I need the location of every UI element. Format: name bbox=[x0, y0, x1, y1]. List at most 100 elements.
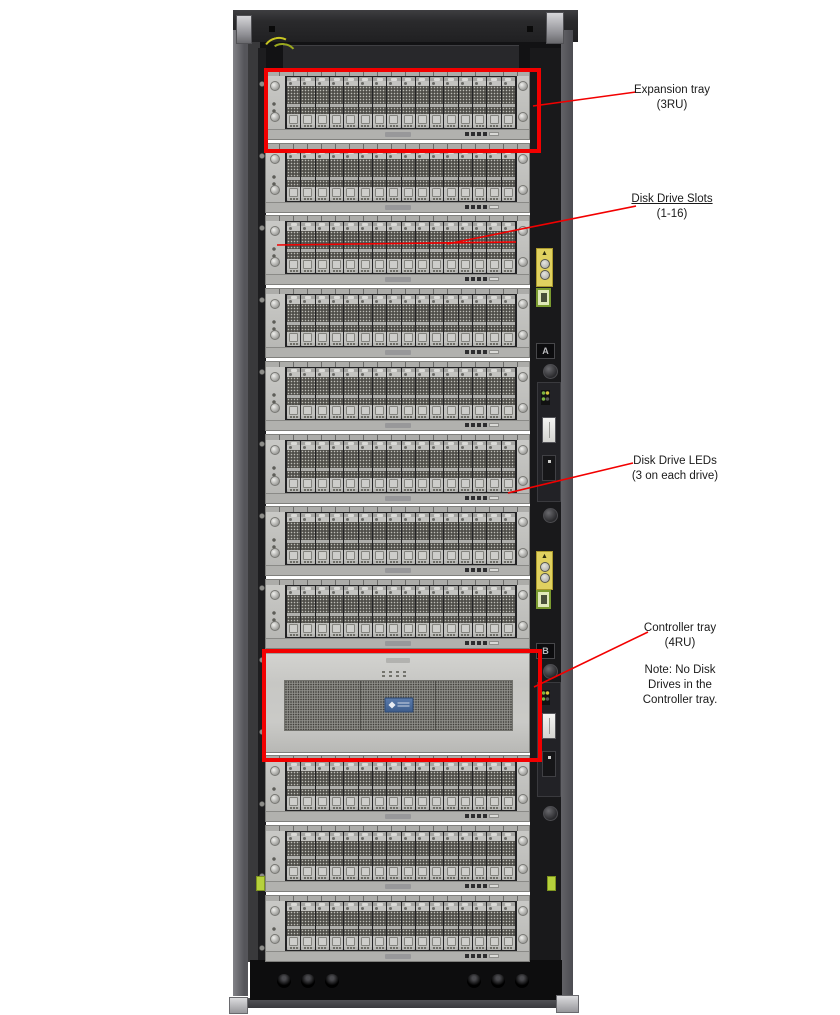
drive-led bbox=[335, 270, 338, 273]
drive-latch bbox=[487, 367, 501, 372]
drive-label bbox=[458, 836, 473, 842]
drive-led bbox=[432, 343, 435, 346]
drive-leds bbox=[287, 343, 301, 347]
drive-vent bbox=[444, 449, 458, 468]
led-square bbox=[465, 422, 469, 427]
drive-label bbox=[315, 905, 329, 911]
drive-led bbox=[447, 270, 450, 273]
drive-label bbox=[372, 371, 387, 377]
drive-vent bbox=[473, 595, 487, 614]
drive-label bbox=[444, 517, 458, 523]
drive-lower-panel bbox=[344, 404, 358, 416]
drive-lower-panel bbox=[315, 186, 329, 198]
drive-vent bbox=[487, 304, 501, 323]
drive-vent bbox=[387, 86, 401, 104]
tray-right-flange bbox=[517, 148, 529, 202]
disk-drive bbox=[444, 367, 458, 419]
drive-latch bbox=[358, 513, 372, 518]
drive-lower-panel bbox=[372, 477, 387, 489]
drive-latch bbox=[329, 367, 344, 372]
controller-note-label: Note: No Disk Drives in the Controller t… bbox=[600, 663, 760, 708]
drive-led bbox=[475, 343, 478, 346]
tray-status-leds bbox=[272, 102, 276, 114]
disk-drive bbox=[430, 77, 444, 128]
drive-vent bbox=[301, 397, 315, 405]
drive-vent bbox=[344, 595, 358, 614]
screw-icon bbox=[270, 864, 280, 875]
drive-leds bbox=[444, 946, 458, 950]
drive-vent bbox=[458, 928, 473, 936]
drive-led bbox=[478, 634, 481, 637]
disk-drive bbox=[487, 440, 501, 492]
drive-leds bbox=[344, 634, 358, 638]
drive-vent bbox=[358, 771, 372, 787]
rack-left-post bbox=[248, 42, 260, 962]
drive-lower-panel bbox=[501, 935, 515, 947]
drive-led bbox=[461, 946, 464, 949]
drive-led bbox=[349, 488, 352, 491]
drive-led bbox=[324, 877, 327, 880]
drive-leds bbox=[358, 125, 372, 128]
drive-handle bbox=[289, 405, 299, 415]
drive-led bbox=[450, 488, 453, 491]
disk-drive bbox=[301, 440, 315, 492]
drive-latch bbox=[415, 295, 430, 300]
drive-leds bbox=[430, 561, 444, 565]
drive-vent bbox=[444, 928, 458, 936]
drive-led bbox=[321, 946, 324, 949]
drive-lower-panel bbox=[444, 114, 458, 125]
drive-label bbox=[415, 590, 430, 596]
drive-band bbox=[415, 249, 430, 253]
led-square bbox=[477, 568, 481, 573]
drive-label bbox=[329, 766, 344, 772]
drive-led bbox=[292, 877, 295, 880]
drive-leds bbox=[415, 807, 430, 811]
drive-led bbox=[507, 561, 510, 564]
drive-vent bbox=[315, 252, 329, 260]
drive-leds bbox=[287, 415, 301, 419]
drive-led bbox=[392, 343, 395, 346]
drive-label bbox=[401, 81, 415, 86]
led-square bbox=[483, 568, 487, 573]
disk-drive bbox=[387, 586, 401, 638]
drive-led bbox=[381, 807, 384, 810]
drive-vent bbox=[458, 449, 473, 468]
drive-band bbox=[358, 104, 372, 107]
drive-handle bbox=[446, 405, 456, 415]
drive-lower-panel bbox=[329, 186, 344, 198]
drive-led bbox=[335, 197, 338, 200]
disk-drive bbox=[444, 586, 458, 638]
drive-label bbox=[372, 444, 387, 450]
drive-label bbox=[372, 299, 387, 305]
drive-lower-panel bbox=[329, 114, 344, 125]
drive-led bbox=[435, 488, 438, 491]
drive-led bbox=[432, 415, 435, 418]
drive-label bbox=[473, 371, 487, 377]
drive-label bbox=[301, 226, 315, 232]
drive-vent bbox=[301, 910, 315, 926]
tray-status-leds bbox=[272, 857, 276, 870]
expansion-tray bbox=[265, 215, 530, 286]
drive-led bbox=[364, 488, 367, 491]
drive-label bbox=[387, 81, 401, 86]
controller-tray-label: Controller tray (4RU) bbox=[600, 621, 760, 651]
drive-led bbox=[361, 488, 364, 491]
drive-lower-panel bbox=[473, 623, 487, 635]
led-square bbox=[483, 884, 487, 889]
drive-led bbox=[418, 343, 421, 346]
drive-lower-panel bbox=[344, 623, 358, 635]
drive-vent bbox=[387, 595, 401, 614]
drive-band bbox=[458, 249, 473, 253]
drive-led bbox=[450, 807, 453, 810]
drive-vent bbox=[287, 841, 301, 857]
drive-handle bbox=[346, 333, 356, 343]
drive-handle bbox=[389, 478, 399, 488]
disk-drive bbox=[372, 222, 387, 274]
drive-label bbox=[430, 81, 444, 86]
disk-drive bbox=[444, 901, 458, 950]
tray-bottom-rail bbox=[266, 201, 529, 212]
disk-drive bbox=[487, 295, 501, 347]
drive-lower-panel bbox=[329, 796, 344, 808]
drive-handle bbox=[389, 551, 399, 561]
drive-lower-panel bbox=[344, 186, 358, 198]
